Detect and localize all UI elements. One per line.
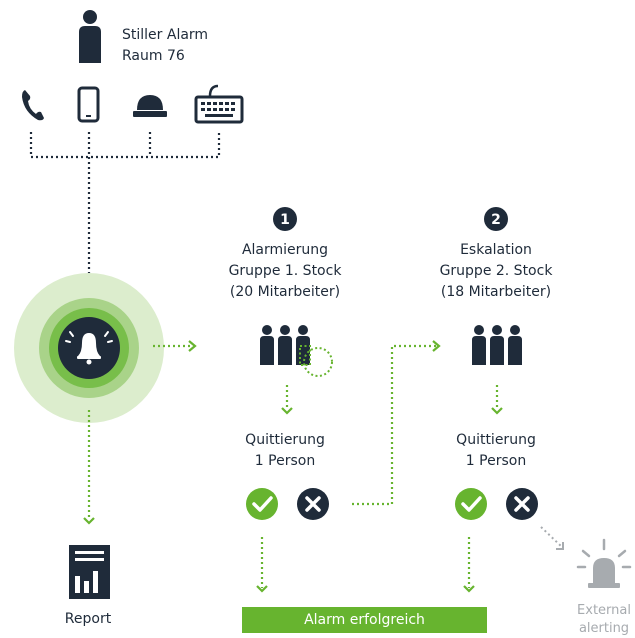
external-alerting-label: External alerting	[577, 602, 631, 638]
report-label: Report	[64, 611, 112, 627]
group-1-title: Alarmierung	[241, 242, 329, 258]
acknowledge-loop-icon	[299, 345, 333, 377]
arrow-icon	[556, 542, 564, 550]
group-2-count: (18 Mitarbeiter)	[440, 284, 552, 300]
group-1-label: Alarmierung Gruppe 1. Stock (20 Mitarbei…	[229, 240, 342, 303]
group-people-icon	[472, 325, 522, 365]
step-number-1: 1	[280, 212, 290, 228]
group-1-subtitle: Gruppe 1. Stock	[228, 263, 342, 279]
step-number-2: 2	[491, 212, 501, 228]
flow-arrowheads	[83, 340, 503, 593]
group-2-title: Eskalation	[460, 242, 532, 258]
external-connector	[540, 526, 563, 548]
step-badge-2	[484, 207, 508, 231]
success-bar: Alarm erfolgreich	[242, 607, 487, 633]
group-people-icon	[260, 325, 310, 365]
ack-1-count: 1 Person	[254, 453, 316, 469]
group-1-count: (20 Mitarbeiter)	[229, 284, 341, 300]
alarm-title-line1: Stiller Alarm	[122, 27, 209, 43]
alarm-title-line2: Raum 76	[122, 48, 185, 64]
input-connectors	[29, 132, 221, 282]
success-label: Alarm erfolgreich	[304, 612, 425, 628]
ack-1-label: Quittierung 1 Person	[245, 430, 325, 472]
report-icon	[69, 545, 110, 599]
close-icon	[297, 488, 329, 520]
check-icon	[246, 488, 278, 520]
phone-icon	[22, 90, 44, 121]
ack-2-title: Quittierung	[456, 432, 536, 448]
alarm-button-icon	[133, 95, 167, 117]
smartphone-icon	[77, 86, 100, 123]
siren-icon	[576, 538, 632, 588]
external-line1: External	[577, 603, 631, 618]
close-icon	[506, 488, 538, 520]
keyboard-icon	[194, 84, 244, 124]
step-badge-1	[273, 207, 297, 231]
alarm-bell-icon	[65, 331, 113, 365]
ack-2-label: Quittierung 1 Person	[456, 430, 536, 472]
external-line2: alerting	[578, 621, 630, 636]
flow-connectors	[87, 344, 499, 588]
ack-1-title: Quittierung	[245, 432, 325, 448]
ack-2-count: 1 Person	[465, 453, 527, 469]
person-icon	[79, 10, 101, 63]
alarm-title: Stiller Alarm Raum 76	[122, 25, 208, 67]
check-icon	[455, 488, 487, 520]
group-2-subtitle: Gruppe 2. Stock	[439, 263, 553, 279]
group-2-label: Eskalation Gruppe 2. Stock (18 Mitarbeit…	[440, 240, 553, 303]
